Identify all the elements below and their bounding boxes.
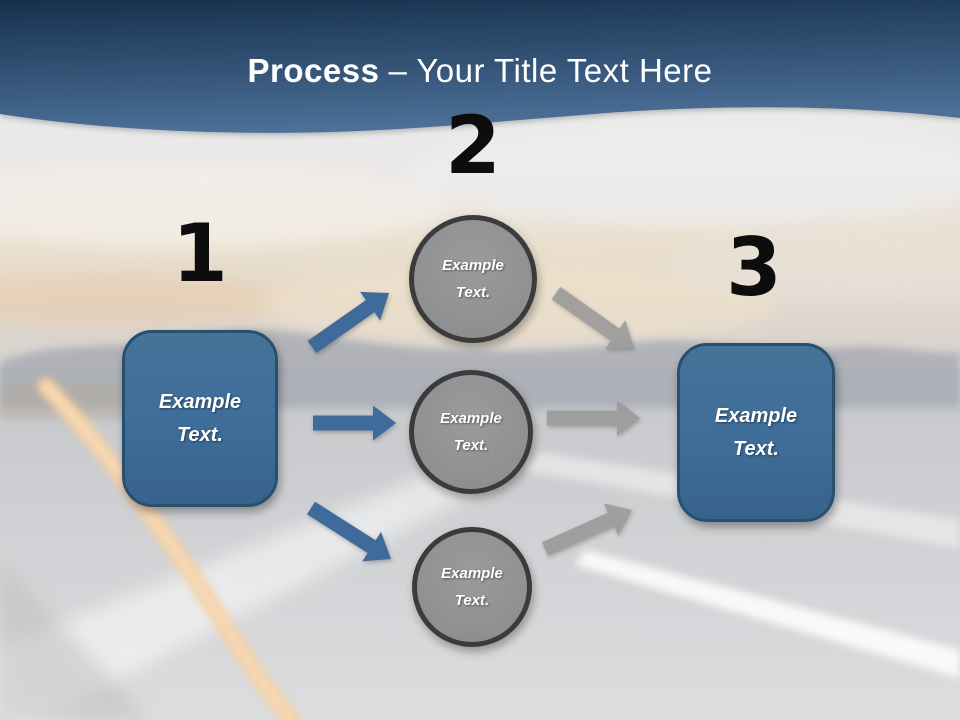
process-circle-top: Example Text. bbox=[409, 215, 537, 343]
connector-arrow-blue bbox=[313, 405, 396, 441]
lane-stripe bbox=[575, 550, 960, 678]
connector-arrow-gray bbox=[547, 400, 640, 436]
connector-arrow-gray bbox=[541, 503, 632, 556]
process-circle-top-label: Example Text. bbox=[442, 257, 504, 301]
step-number-3: 3 bbox=[726, 221, 782, 314]
process-circle-middle-label: Example Text. bbox=[440, 410, 502, 454]
connector-arrow-blue bbox=[307, 501, 391, 562]
process-circle-bottom-label: Example Text. bbox=[441, 565, 503, 609]
cloud bbox=[400, 125, 960, 225]
title-emphasis: Process bbox=[247, 52, 380, 89]
process-box-right: Example Text. bbox=[677, 343, 835, 522]
process-box-right-label: Example Text. bbox=[714, 404, 798, 460]
process-circle-middle: Example Text. bbox=[409, 370, 533, 494]
process-circle-bottom: Example Text. bbox=[412, 527, 532, 647]
orange-road-line-core bbox=[42, 382, 296, 720]
step-number-1: 1 bbox=[172, 207, 228, 300]
title-rest: Your Title Text Here bbox=[416, 52, 713, 89]
road-shoulder bbox=[0, 560, 150, 720]
connector-arrow-blue bbox=[307, 291, 389, 354]
sunset-glow bbox=[0, 274, 290, 326]
cloud bbox=[670, 229, 960, 301]
slide-title: Process–Your Title Text Here bbox=[0, 52, 960, 90]
cloud bbox=[0, 163, 450, 247]
step-number-2: 2 bbox=[445, 99, 501, 192]
connector-arrow-gray bbox=[551, 286, 634, 349]
header-wave-shape bbox=[0, 0, 960, 133]
process-box-left-label: Example Text. bbox=[158, 390, 242, 446]
process-box-left: Example Text. bbox=[122, 330, 278, 507]
title-separator: – bbox=[388, 52, 408, 89]
header-band bbox=[0, 0, 960, 133]
